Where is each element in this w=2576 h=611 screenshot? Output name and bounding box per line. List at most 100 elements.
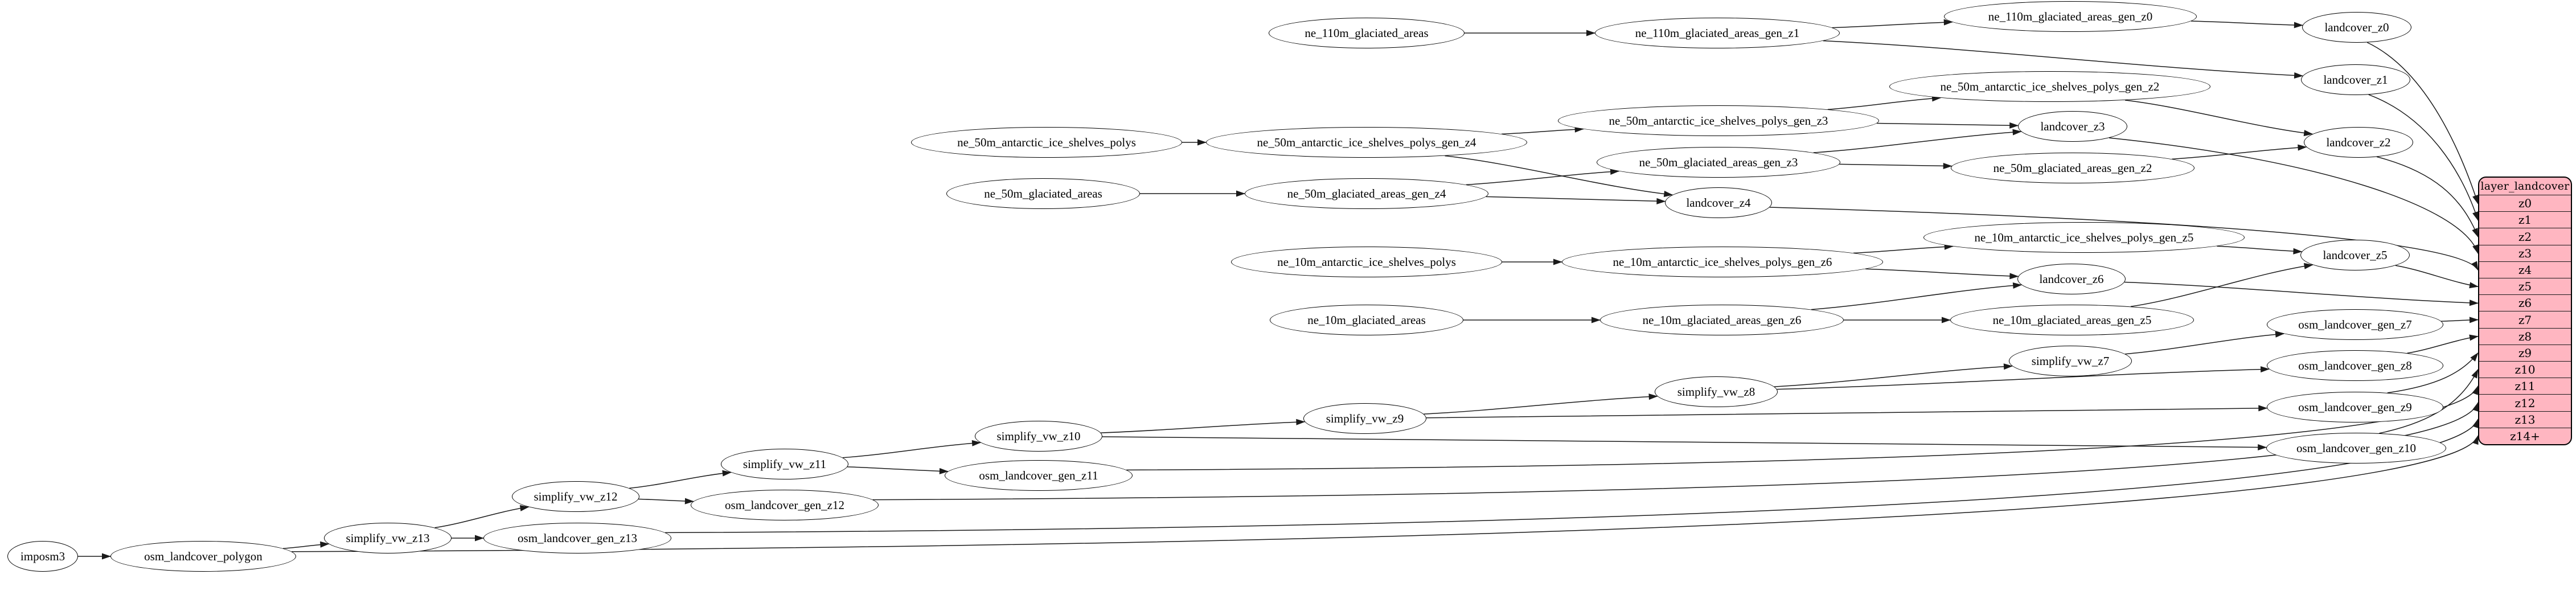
node-label: ne_110m_glaciated_areas_gen_z0 bbox=[1988, 9, 2153, 23]
node-simplify_vw_z8: simplify_vw_z8 bbox=[1655, 376, 1778, 407]
edge-ne_50m_antarctic_ice_shelves_polys_gen_z3-to-landcover_z3 bbox=[1877, 122, 2019, 129]
edge-osm_landcover_polygon-to-layer_landcover-z14+ bbox=[292, 435, 2479, 552]
node-label: imposm3 bbox=[20, 549, 65, 563]
table-row-z10: z10 bbox=[2479, 362, 2571, 379]
edge-simplify_vw_z8-to-osm_landcover_gen_z8 bbox=[1777, 366, 2270, 390]
node-simplify_vw_z13: simplify_vw_z13 bbox=[324, 523, 452, 553]
node-ne_10m_antarctic_ice_shelves_polys: ne_10m_antarctic_ice_shelves_polys bbox=[1231, 247, 1502, 277]
node-simplify_vw_z11: simplify_vw_z11 bbox=[721, 449, 848, 479]
table-row-z0: z0 bbox=[2479, 195, 2571, 212]
node-ne_50m_glaciated_areas_gen_z4: ne_50m_glaciated_areas_gen_z4 bbox=[1245, 178, 1488, 209]
node-label: ne_50m_antarctic_ice_shelves_polys bbox=[957, 135, 1136, 149]
edge-ne_10m_antarctic_ice_shelves_polys_gen_z6-to-landcover_z6 bbox=[1865, 268, 2019, 280]
node-label: osm_landcover_gen_z13 bbox=[518, 531, 637, 545]
node-label: ne_50m_antarctic_ice_shelves_polys_gen_z… bbox=[1257, 135, 1476, 149]
edge-simplify_vw_z10-to-osm_landcover_gen_z10 bbox=[1102, 436, 2267, 451]
edge-simplify_vw_z11-to-osm_landcover_gen_z11 bbox=[847, 466, 949, 474]
table-row-z14+: z14+ bbox=[2510, 429, 2540, 443]
node-label: landcover_z0 bbox=[2324, 20, 2389, 34]
edge-osm_landcover_gen_z11-to-layer_landcover-z11 bbox=[1126, 385, 2479, 471]
node-ne_50m_glaciated_areas_gen_z3: ne_50m_glaciated_areas_gen_z3 bbox=[1597, 147, 1840, 178]
edge-simplify_vw_z13-to-simplify_vw_z12 bbox=[434, 505, 530, 528]
edge-simplify_vw_z9-to-simplify_vw_z8 bbox=[1424, 393, 1658, 415]
edge-landcover_z2-to-layer_landcover-z2 bbox=[2377, 156, 2479, 238]
edge-simplify_vw_z10-to-simplify_vw_z9 bbox=[1101, 419, 1306, 433]
edge-ne_50m_glaciated_areas_gen_z4-to-landcover_z4 bbox=[1486, 196, 1666, 204]
node-osm_landcover_gen_z9: osm_landcover_gen_z9 bbox=[2267, 392, 2443, 423]
node-simplify_vw_z7: simplify_vw_z7 bbox=[2009, 346, 2132, 376]
node-label: ne_10m_antarctic_ice_shelves_polys_gen_z… bbox=[1613, 255, 1832, 269]
table-row-z13: z13 bbox=[2479, 412, 2571, 428]
node-label: osm_landcover_gen_z10 bbox=[2296, 441, 2416, 455]
node-landcover_z0: landcover_z0 bbox=[2302, 12, 2411, 43]
edge-ne_10m_antarctic_ice_shelves_polys_gen_z6-to-ne_10m_antarctic_ice_shelves_polys_gen_z5 bbox=[1853, 243, 1954, 254]
edge-simplify_vw_z12-to-simplify_vw_z11 bbox=[629, 470, 732, 489]
node-ne_110m_glaciated_areas_gen_z1: ne_110m_glaciated_areas_gen_z1 bbox=[1595, 18, 1840, 48]
node-label: ne_50m_antarctic_ice_shelves_polys_gen_z… bbox=[1609, 113, 1828, 128]
node-label: landcover_z5 bbox=[2323, 248, 2388, 262]
table-row-z2: z2 bbox=[2479, 228, 2571, 245]
node-osm_landcover_polygon: osm_landcover_polygon bbox=[110, 541, 296, 572]
node-osm_landcover_gen_z7: osm_landcover_gen_z7 bbox=[2267, 309, 2443, 340]
node-label: landcover_z4 bbox=[1686, 195, 1751, 210]
edge-ne_50m_glaciated_areas_gen_z3-to-ne_50m_glaciated_areas_gen_z2 bbox=[1839, 162, 1952, 169]
node-landcover_z5: landcover_z5 bbox=[2300, 240, 2410, 270]
node-label: ne_110m_glaciated_areas_gen_z1 bbox=[1635, 26, 1800, 40]
node-ne_10m_antarctic_ice_shelves_polys_gen_z6: ne_10m_antarctic_ice_shelves_polys_gen_z… bbox=[1562, 247, 1883, 277]
edge-osm_landcover_gen_z9-to-layer_landcover-z9 bbox=[2387, 352, 2479, 393]
table-row-z12: z12 bbox=[2479, 395, 2571, 412]
node-simplify_vw_z10: simplify_vw_z10 bbox=[975, 421, 1102, 452]
node-ne_50m_antarctic_ice_shelves_polys: ne_50m_antarctic_ice_shelves_polys bbox=[911, 127, 1182, 158]
node-label: ne_50m_glaciated_areas bbox=[984, 186, 1102, 200]
edge-osm_landcover_gen_z10-to-layer_landcover-z10 bbox=[2379, 368, 2479, 434]
table-row-z5: z5 bbox=[2479, 278, 2571, 296]
node-ne_10m_glaciated_areas_gen_z6: ne_10m_glaciated_areas_gen_z6 bbox=[1600, 305, 1844, 335]
edge-osm_landcover_polygon-to-simplify_vw_z13 bbox=[282, 541, 330, 549]
node-label: simplify_vw_z10 bbox=[996, 429, 1081, 443]
node-label: simplify_vw_z7 bbox=[2031, 354, 2110, 368]
node-label: ne_50m_glaciated_areas_gen_z4 bbox=[1287, 186, 1446, 200]
node-label: osm_landcover_gen_z11 bbox=[979, 468, 1098, 482]
node-label: osm_landcover_gen_z7 bbox=[2298, 317, 2412, 331]
node-simplify_vw_z9: simplify_vw_z9 bbox=[1303, 403, 1426, 434]
node-osm_landcover_gen_z13: osm_landcover_gen_z13 bbox=[483, 523, 671, 553]
node-label: landcover_z1 bbox=[2323, 72, 2388, 87]
node-ne_110m_glaciated_areas: ne_110m_glaciated_areas bbox=[1269, 18, 1465, 48]
node-imposm3: imposm3 bbox=[7, 541, 78, 572]
edge-ne_10m_glaciated_areas_gen_z5-to-landcover_z5 bbox=[2130, 263, 2314, 307]
node-label: ne_10m_glaciated_areas_gen_z6 bbox=[1642, 313, 1802, 327]
edge-landcover_z3-to-layer_landcover-z3 bbox=[2109, 137, 2479, 255]
node-landcover_z4: landcover_z4 bbox=[1665, 187, 1772, 218]
node-landcover_z1: landcover_z1 bbox=[2301, 64, 2410, 95]
node-label: landcover_z6 bbox=[2039, 272, 2104, 286]
table-row-z8: z8 bbox=[2479, 329, 2571, 345]
edge-osm_landcover_gen_z7-to-layer_landcover-z7 bbox=[2441, 317, 2479, 323]
edge-simplify_vw_z9-to-osm_landcover_gen_z9 bbox=[1426, 405, 2268, 419]
node-ne_110m_glaciated_areas_gen_z0: ne_110m_glaciated_areas_gen_z0 bbox=[1944, 1, 2197, 32]
table-header: layer_landcover bbox=[2479, 178, 2571, 195]
node-label: osm_landcover_gen_z8 bbox=[2298, 358, 2412, 372]
node-landcover_z2: landcover_z2 bbox=[2304, 127, 2413, 158]
edge-simplify_vw_z11-to-simplify_vw_z10 bbox=[842, 440, 982, 458]
edge-ne_50m_antarctic_ice_shelves_polys_gen_z2-to-landcover_z2 bbox=[2124, 100, 2314, 137]
edge-ne_110m_glaciated_areas_gen_z0-to-landcover_z0 bbox=[2191, 20, 2303, 28]
node-ne_50m_glaciated_areas: ne_50m_glaciated_areas bbox=[946, 178, 1140, 209]
node-label: simplify_vw_z12 bbox=[534, 489, 618, 503]
edge-landcover_z6-to-layer_landcover-z6 bbox=[2124, 281, 2479, 306]
node-label: ne_10m_glaciated_areas bbox=[1307, 313, 1426, 327]
node-ne_50m_glaciated_areas_gen_z2: ne_50m_glaciated_areas_gen_z2 bbox=[1951, 153, 2194, 183]
edge-osm_landcover_gen_z13-to-layer_landcover-z13 bbox=[665, 419, 2479, 534]
node-label: landcover_z3 bbox=[2040, 119, 2105, 133]
node-label: osm_landcover_gen_z12 bbox=[725, 498, 844, 512]
edge-ne_110m_glaciated_areas_gen_z1-to-landcover_z1 bbox=[1823, 40, 2304, 79]
edge-ne_50m_glaciated_areas_gen_z4-to-ne_50m_glaciated_areas_gen_z3 bbox=[1466, 168, 1620, 186]
node-label: ne_10m_antarctic_ice_shelves_polys_gen_z… bbox=[1974, 230, 2194, 244]
node-ne_10m_glaciated_areas: ne_10m_glaciated_areas bbox=[1270, 305, 1463, 335]
node-label: osm_landcover_polygon bbox=[144, 549, 262, 563]
node-osm_landcover_gen_z8: osm_landcover_gen_z8 bbox=[2267, 350, 2443, 381]
node-label: osm_landcover_gen_z9 bbox=[2298, 400, 2412, 414]
